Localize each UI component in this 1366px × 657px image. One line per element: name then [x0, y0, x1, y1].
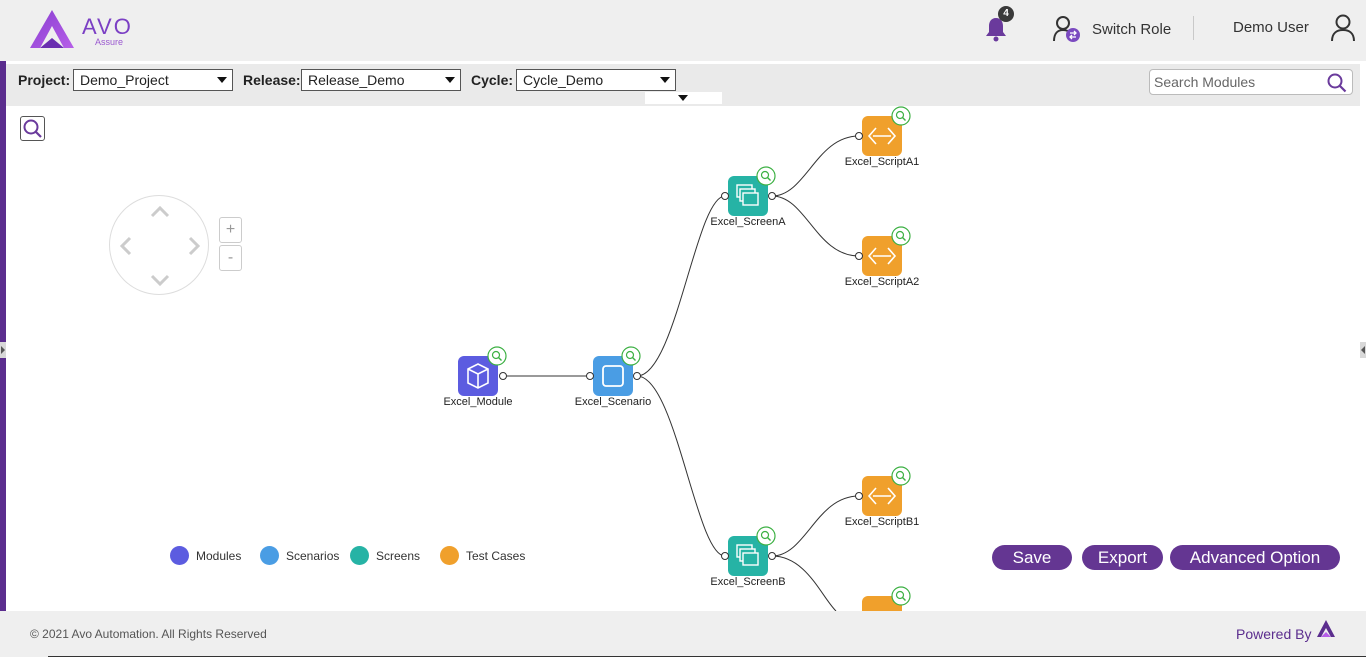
- screen-a-label: Excel_ScreenA: [710, 216, 786, 228]
- pan-right-icon[interactable]: [188, 236, 201, 256]
- powered-by-text: Powered By: [1236, 626, 1312, 642]
- legend-screens: Screens: [350, 546, 420, 565]
- cycle-label: Cycle:: [471, 72, 514, 88]
- copyright-text: © 2021 Avo Automation. All Rights Reserv…: [30, 627, 267, 641]
- legend-label: Test Cases: [466, 548, 526, 563]
- zoom-in-button[interactable]: +: [219, 217, 242, 243]
- review-badge-icon[interactable]: [487, 346, 507, 366]
- canvas-search-button[interactable]: [20, 116, 45, 141]
- legend-label: Screens: [376, 548, 421, 563]
- testcase-node-a2[interactable]: [855, 236, 903, 276]
- filter-toolbar: Project: Demo_Project Release: Release_D…: [6, 64, 1360, 106]
- zoom-out-button[interactable]: -: [219, 245, 242, 271]
- app-footer: © 2021 Avo Automation. All Rights Reserv…: [0, 611, 1366, 657]
- user-name[interactable]: Demo User: [1233, 19, 1309, 36]
- advanced-option-button[interactable]: Advanced Option: [1170, 545, 1340, 570]
- script-b1-label: Excel_ScriptB1: [844, 516, 920, 528]
- release-select-value: Release_Demo: [308, 72, 405, 88]
- pan-down-icon[interactable]: [150, 274, 170, 287]
- switch-role-button[interactable]: Switch Role: [1052, 14, 1171, 44]
- notification-bell-icon[interactable]: [984, 16, 1008, 42]
- review-badge-icon[interactable]: [756, 166, 776, 186]
- testcase-node-b2[interactable]: [862, 596, 902, 611]
- project-select-value: Demo_Project: [80, 72, 169, 88]
- logo-text: AVO: [82, 14, 133, 39]
- link-scenario-screena: [636, 195, 726, 377]
- mindmap-tree: [458, 106, 911, 611]
- link-screenb-scriptb1: [771, 495, 860, 557]
- search-icon[interactable]: [1327, 73, 1347, 93]
- header-divider: [1193, 16, 1194, 40]
- toolbar-collapse-toggle[interactable]: [645, 92, 722, 104]
- pan-up-icon[interactable]: [150, 205, 170, 218]
- legend-label: Scenarios: [286, 548, 340, 563]
- cycle-select[interactable]: Cycle_Demo: [516, 69, 676, 91]
- scenario-node[interactable]: [586, 356, 641, 396]
- testcase-node-b1[interactable]: [855, 476, 903, 516]
- review-badge-icon[interactable]: [891, 466, 911, 486]
- module-node[interactable]: [458, 356, 507, 396]
- chevron-down-icon: [217, 77, 227, 83]
- mindmap-canvas[interactable]: + -: [6, 106, 1360, 611]
- review-badge-icon[interactable]: [891, 106, 911, 126]
- notification-count-badge: 4: [998, 6, 1014, 22]
- legend-dot-icon: [440, 546, 459, 565]
- avo-logo-icon[interactable]: [28, 8, 138, 54]
- screen-node-b[interactable]: [721, 536, 776, 576]
- switch-role-label: Switch Role: [1092, 20, 1172, 38]
- review-badge-icon[interactable]: [891, 586, 911, 606]
- left-sidebar-strip: [0, 61, 6, 611]
- right-panel-toggle-icon[interactable]: [1360, 342, 1366, 358]
- screen-node-a[interactable]: [721, 176, 776, 216]
- user-profile-icon[interactable]: [1330, 14, 1356, 42]
- search-modules-box: [1149, 69, 1353, 95]
- testcase-node-a1[interactable]: [855, 116, 903, 156]
- legend-label: Modules: [196, 548, 242, 563]
- legend-scenarios: Scenarios: [260, 546, 339, 565]
- search-icon: [23, 119, 42, 138]
- project-select[interactable]: Demo_Project: [73, 69, 233, 91]
- project-label: Project:: [18, 72, 71, 88]
- legend-modules: Modules: [170, 546, 241, 565]
- pan-left-icon[interactable]: [119, 236, 132, 256]
- review-badge-icon[interactable]: [891, 226, 911, 246]
- save-button[interactable]: Save: [992, 545, 1072, 570]
- review-badge-icon[interactable]: [621, 346, 641, 366]
- chevron-down-icon: [660, 77, 670, 83]
- link-scenario-screenb: [636, 375, 726, 557]
- link-screenb-scriptb2: [771, 555, 837, 611]
- avo-logo-icon: [1317, 620, 1335, 637]
- review-badge-icon[interactable]: [756, 526, 776, 546]
- collapse-arrow-icon: [678, 95, 688, 101]
- legend-dot-icon: [260, 546, 279, 565]
- release-select[interactable]: Release_Demo: [301, 69, 461, 91]
- app-header: AVO Assure 4 Switch Role Demo User: [0, 0, 1366, 61]
- export-button[interactable]: Export: [1082, 545, 1163, 570]
- screen-b-label: Excel_ScreenB: [710, 576, 786, 588]
- scenario-node-label: Excel_Scenario: [574, 396, 652, 408]
- chevron-down-icon: [445, 77, 455, 83]
- cycle-select-value: Cycle_Demo: [523, 72, 604, 88]
- legend-dot-icon: [170, 546, 189, 565]
- legend-test-cases: Test Cases: [440, 546, 525, 565]
- link-screena-scripta1: [771, 135, 860, 197]
- module-node-label: Excel_Module: [443, 396, 513, 408]
- pan-navigation-pad: [109, 195, 209, 295]
- search-modules-input[interactable]: [1150, 70, 1320, 94]
- legend-dot-icon: [350, 546, 369, 565]
- logo-subtext: Assure: [95, 37, 124, 47]
- switch-role-icon: [1053, 16, 1080, 42]
- release-label: Release:: [243, 72, 301, 88]
- script-a1-label: Excel_ScriptA1: [844, 156, 920, 168]
- script-a2-label: Excel_ScriptA2: [844, 276, 920, 288]
- link-screena-scripta2: [771, 195, 860, 257]
- left-panel-toggle-icon[interactable]: [0, 342, 6, 358]
